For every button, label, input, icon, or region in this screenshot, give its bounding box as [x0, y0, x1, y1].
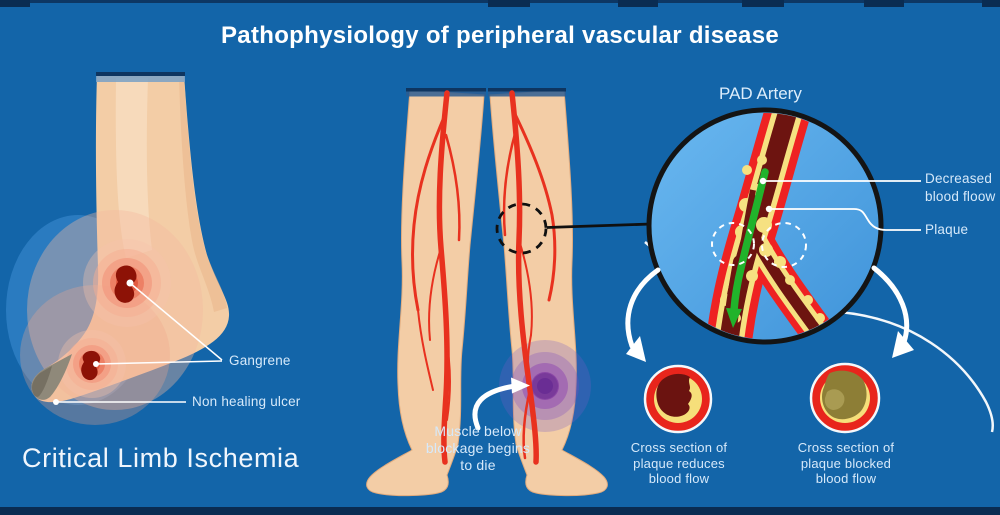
muscle-death-core — [532, 373, 558, 399]
knee-dashed-circle — [495, 202, 548, 255]
pad-artery-label: PAD Artery — [719, 84, 802, 103]
top-edge-block — [0, 0, 30, 7]
leader-dot — [53, 399, 59, 405]
cross-section-reduced-caption: Cross section of plaque reduces blood fl… — [630, 440, 728, 487]
gangrene-toe-tip — [32, 366, 52, 397]
muscle-death-note: Muscle below blockage begins to die — [425, 423, 531, 473]
leader-dot — [759, 177, 767, 185]
gangrene-leader-lines — [56, 282, 223, 403]
leg-cut-edge — [488, 88, 566, 92]
magnifier-connector-line — [546, 222, 652, 229]
foot-shadow — [179, 76, 227, 312]
cross-section-reduced — [643, 364, 713, 434]
leg-cut-edge — [406, 88, 486, 92]
top-edge-block — [864, 0, 904, 7]
gangrene-label: Gangrene — [229, 353, 291, 368]
blood-flow-arrow — [726, 168, 769, 328]
left-leg-skin — [366, 89, 485, 497]
muscle-note-arrow — [472, 377, 530, 431]
top-edge-block — [618, 0, 658, 7]
plaque-dashed-circle-left — [711, 222, 755, 266]
leg-cut-edge — [96, 72, 185, 76]
leader-dot — [93, 361, 99, 367]
top-edge-block — [742, 0, 784, 7]
plaque-dashed-circle-right — [761, 222, 807, 268]
top-edge-block — [488, 0, 530, 7]
foot-highlight — [115, 78, 152, 258]
cross-section-blocked — [809, 362, 881, 434]
cross-section-blocked-caption: Cross section of plaque blocked blood fl… — [797, 440, 895, 487]
non-healing-ulcer-label: Non healing ulcer — [192, 394, 301, 409]
lens-leader-lines — [763, 180, 921, 231]
leader-dot — [765, 205, 773, 213]
critical-limb-ischemia-caption: Critical Limb Ischemia — [22, 443, 300, 473]
decreased-blood-flow-label: Decreased blood floow — [925, 171, 996, 205]
artery-bifurcation — [704, 113, 855, 339]
foot-illustration — [6, 72, 230, 425]
arterial-tree — [411, 90, 557, 465]
gangrene-wound-lower — [58, 330, 126, 398]
page-title: Pathophysiology of peripheral vascular d… — [221, 22, 779, 49]
cross-section-arrow-left — [625, 267, 661, 362]
pad-magnifier — [625, 107, 994, 434]
leader-dot — [126, 279, 134, 287]
plaque-label: Plaque — [925, 222, 969, 237]
legs-illustration — [366, 88, 652, 497]
bottom-edge-strip — [0, 507, 1000, 515]
leg-cut-band — [96, 76, 185, 82]
cross-section-arrow-right — [871, 265, 914, 358]
leg-cut-band — [488, 91, 566, 97]
top-edge-block — [982, 0, 1000, 7]
